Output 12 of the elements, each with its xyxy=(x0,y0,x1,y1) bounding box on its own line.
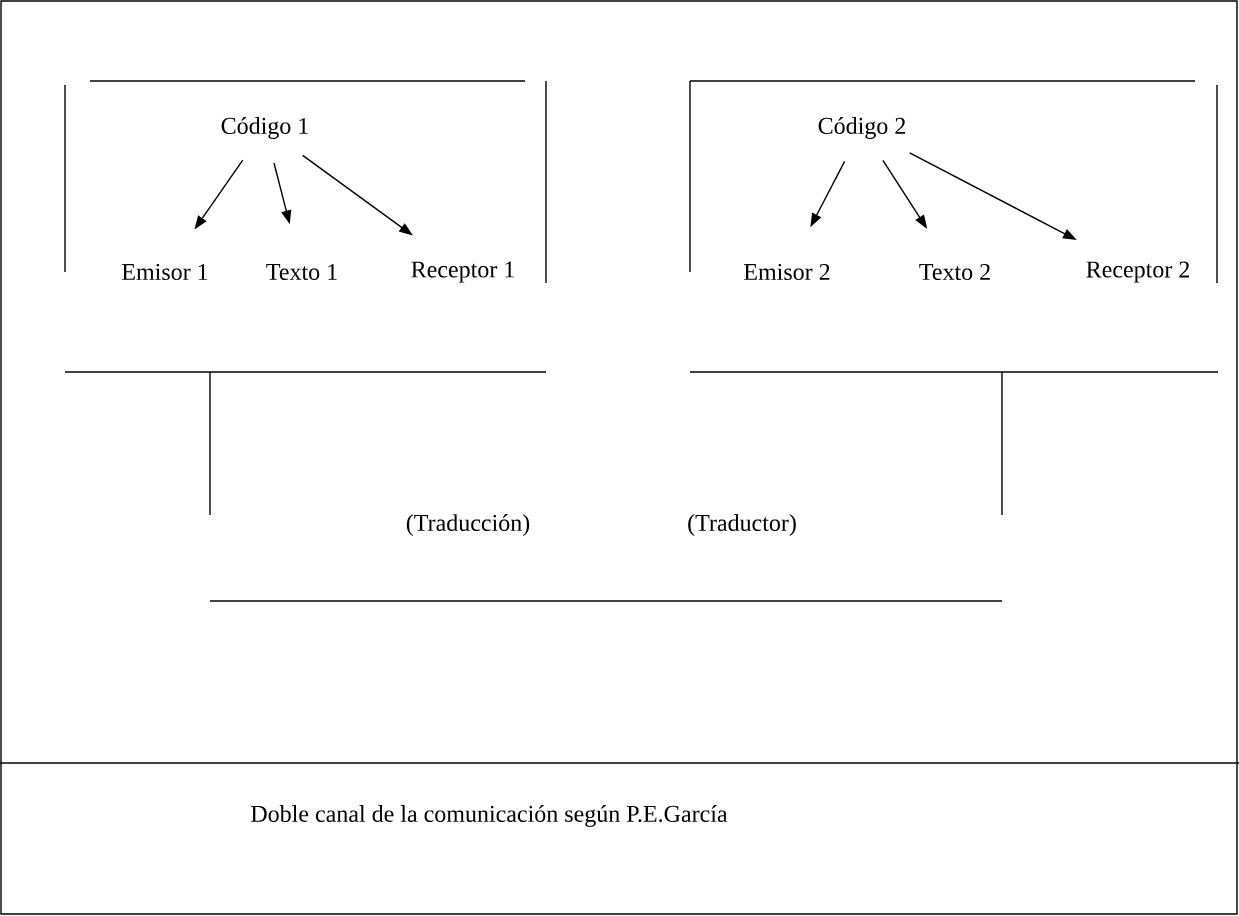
node-label: Código 2 xyxy=(818,117,905,139)
annotation-label: (Traducción) xyxy=(406,514,530,536)
node-label: Código 1 xyxy=(221,117,308,139)
annotation-label: (Traductor) xyxy=(688,514,796,536)
node-label: Receptor 1 xyxy=(411,261,514,283)
node-label: Emisor 1 xyxy=(122,263,208,281)
node-label: Texto 1 xyxy=(266,263,337,280)
node-label: Emisor 2 xyxy=(744,263,830,281)
arrow xyxy=(301,154,413,236)
node-label: Texto 2 xyxy=(919,263,990,281)
node-label: Receptor 2 xyxy=(1086,261,1189,283)
caption: Doble canal de la comunicación según P.E.García xyxy=(251,805,728,827)
